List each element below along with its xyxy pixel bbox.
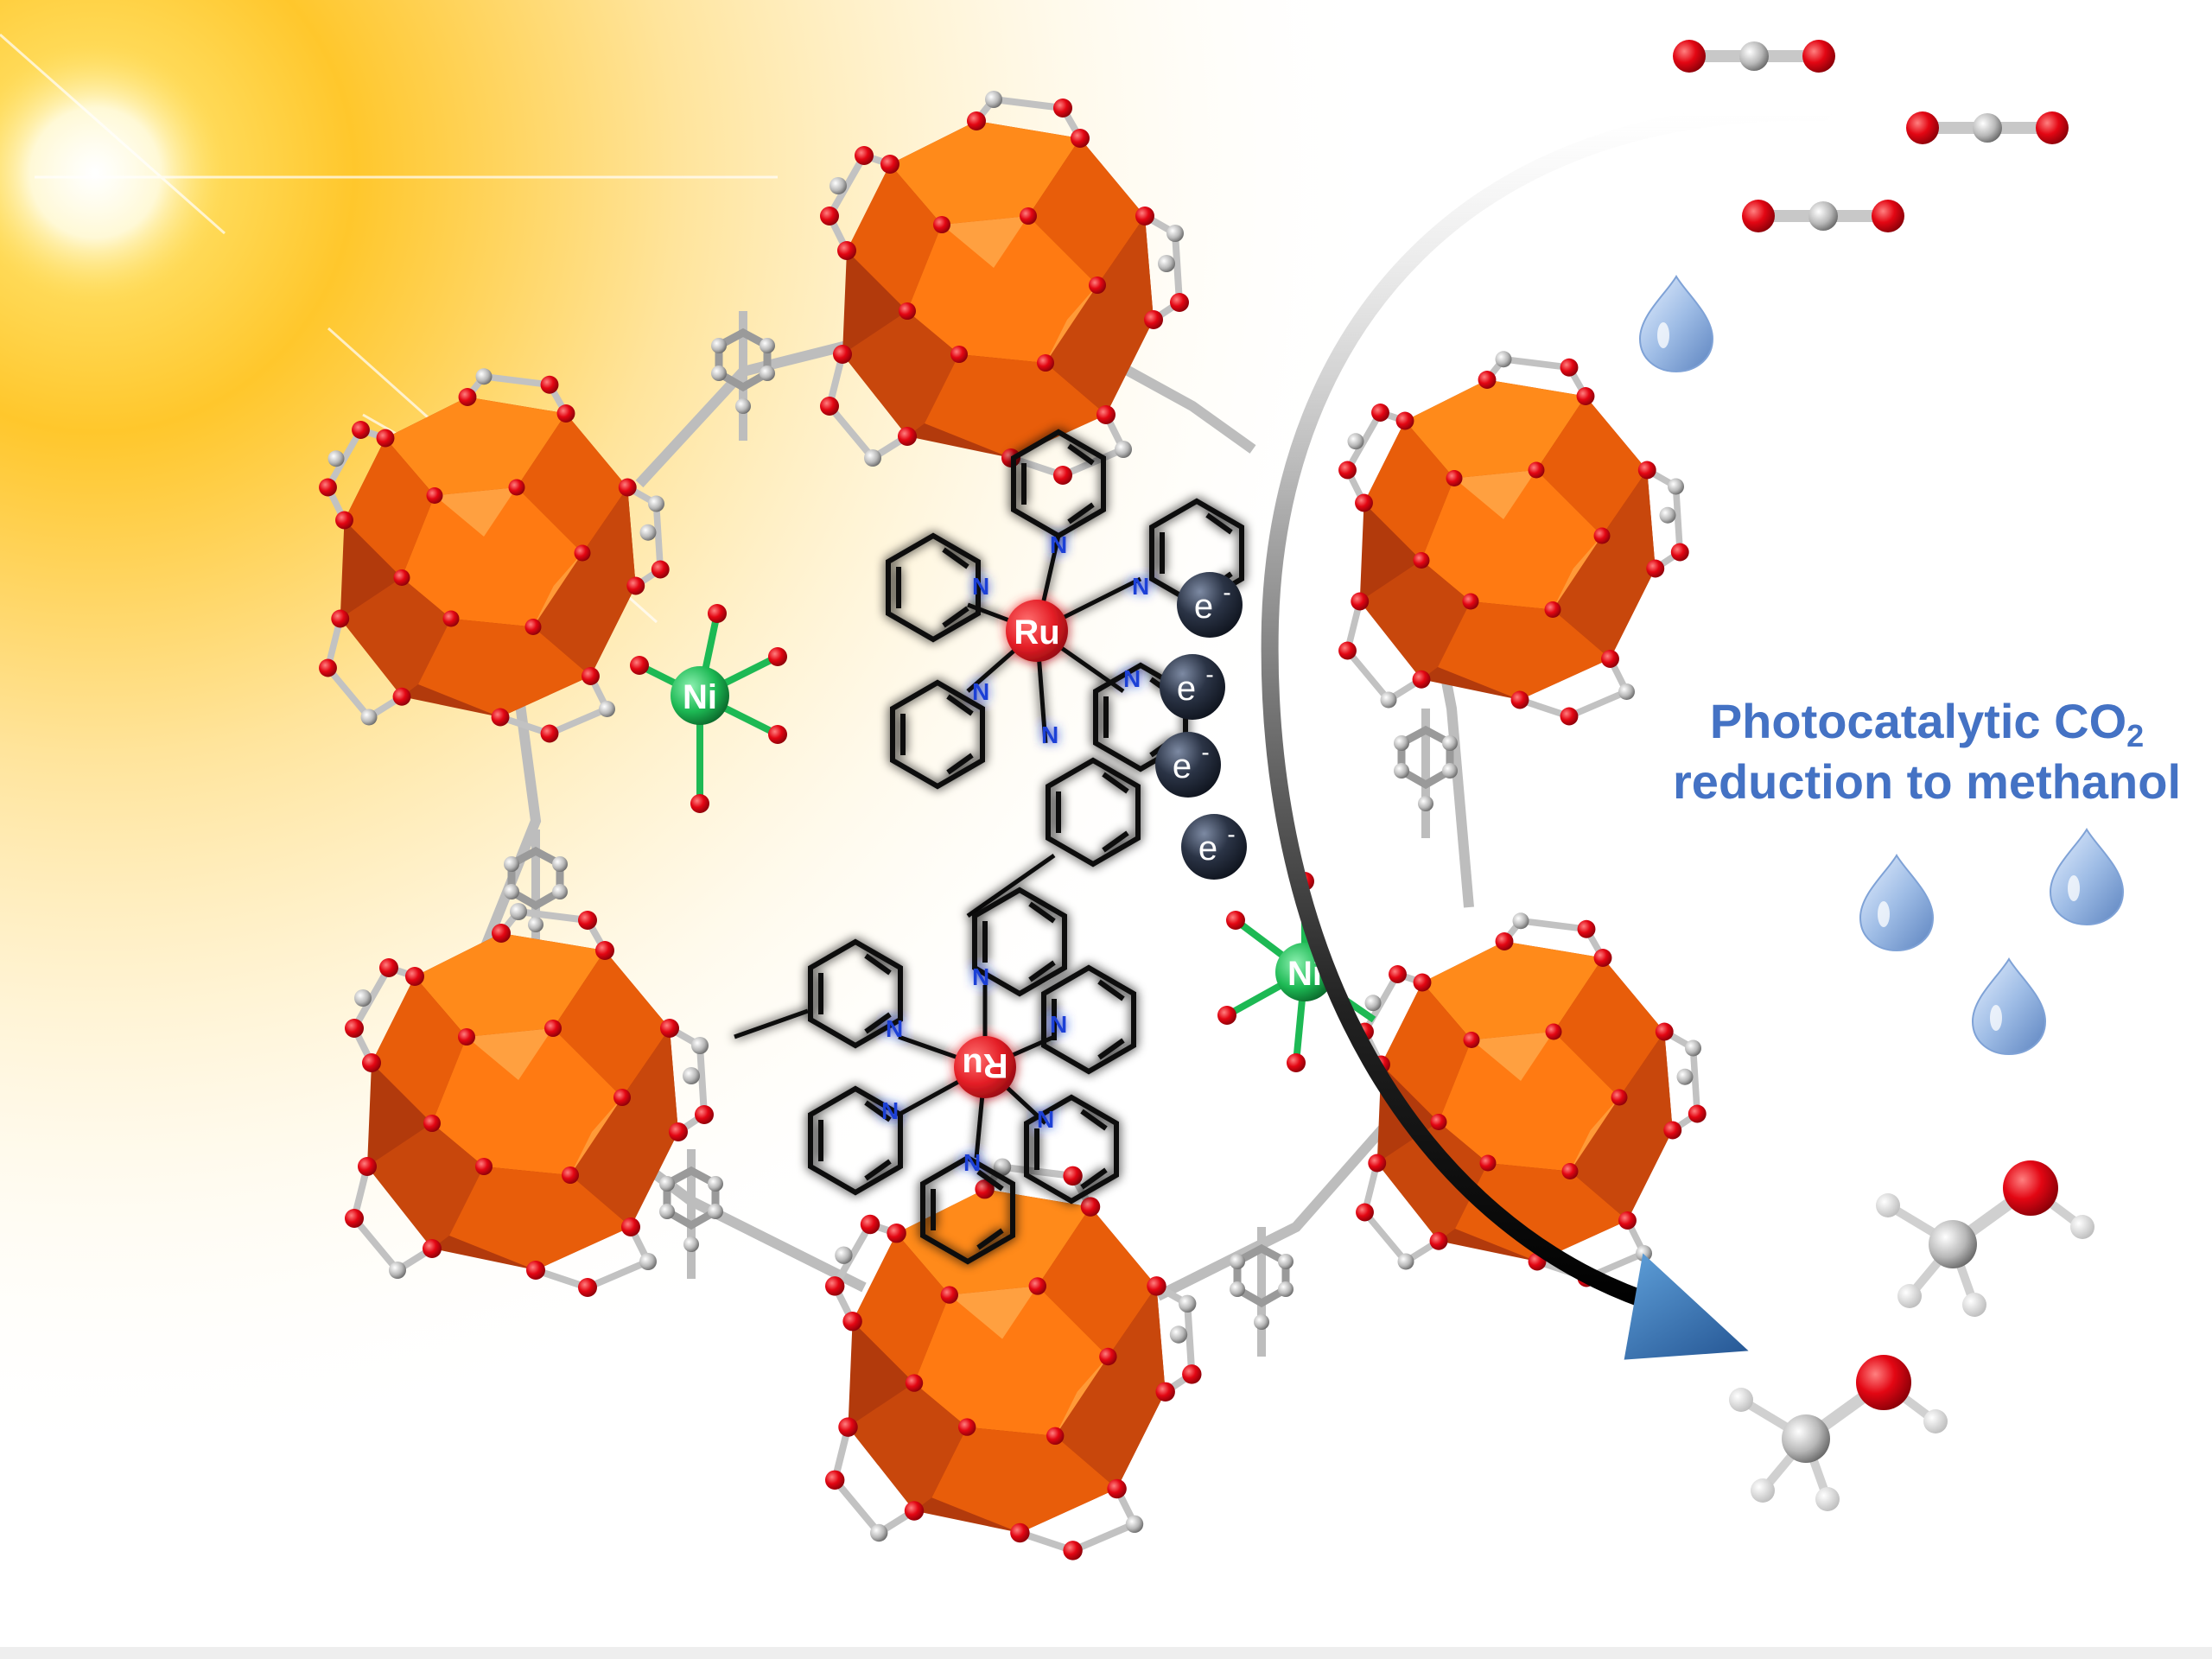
reaction-caption: Photocatalytic CO2 reduction to methanol [1642,691,2212,812]
nitrogen-label: N [1132,573,1149,600]
nitrogen-label: N [886,1015,903,1042]
co2-molecule-icon [1742,200,1904,232]
svg-text:e: e [1173,747,1192,785]
mof-framework [319,91,1707,1560]
nitrogen-label: N [1041,721,1058,748]
nitrogen-label: N [1050,531,1067,558]
svg-text:e: e [1194,588,1213,626]
bottom-border [0,1647,2212,1659]
nickel-site-left: Ni [630,604,787,813]
svg-text:-: - [1227,821,1235,848]
svg-text:-: - [1205,661,1213,688]
nitrogen-label: N [972,963,989,990]
ruthenium-label: Ru [1014,613,1059,652]
svg-text:e: e [1177,670,1196,708]
svg-text:-: - [1201,739,1209,766]
nitrogen-label: N [963,1149,981,1176]
ru-complex-upper: Ru N N N N N N [888,432,1242,918]
ru-complex-lower: Ru N N N N N N [734,890,1134,1262]
nitrogen-label: N [972,573,989,600]
svg-text:e: e [1198,830,1217,868]
svg-text:-: - [1223,579,1230,606]
electron-icon: e - [1181,814,1247,880]
subscript-2: 2 [2126,718,2145,753]
nickel-label: Ni [683,678,717,716]
co2-molecule-icon [1906,111,2069,144]
electron-icon: e - [1160,654,1225,720]
electron-icon: e - [1177,572,1243,638]
electron-transfer-path: e - e - e - e - [1155,572,1247,880]
sun-glow-icon [0,43,225,302]
nitrogen-label: N [881,1097,899,1124]
curved-arrow-icon [1261,103,1832,1360]
ruthenium-label: Ru [962,1046,1007,1084]
nitrogen-label: N [972,678,989,705]
co2-molecule-icon [1673,40,1835,73]
electron-icon: e - [1155,732,1221,798]
nitrogen-label: N [1123,665,1141,692]
nitrogen-label: N [1037,1106,1054,1133]
nitrogen-label: N [1050,1011,1067,1038]
caption-line1: Photocatalytic CO2 [1709,694,2145,753]
caption-line2: reduction to methanol [1673,754,2181,809]
